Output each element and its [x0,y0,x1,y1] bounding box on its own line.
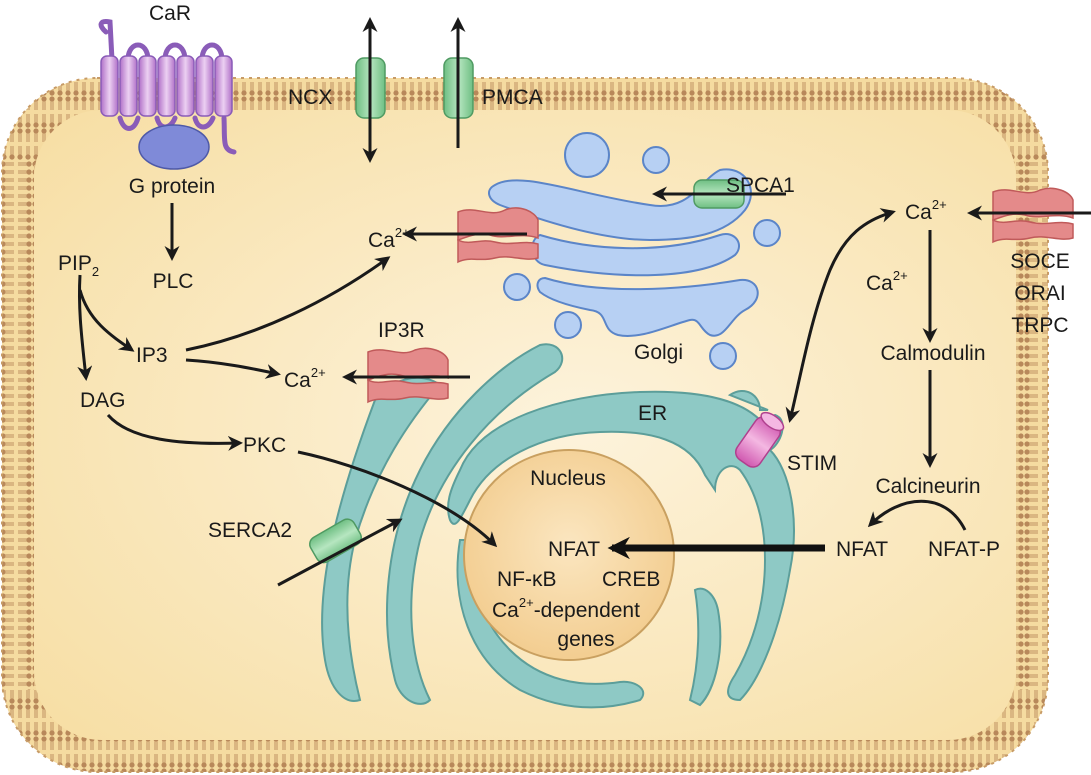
orai-label: ORAI [1014,282,1065,305]
calcineurin-label: Calcineurin [875,475,980,498]
ip3-to-golgi-ca-arrow [185,256,391,352]
spca1-label: SPCA1 [726,174,795,197]
pkc-to-nucleus-arrow [297,450,498,548]
serca2-arrow [277,518,403,587]
er-label: ER [638,402,667,425]
g-protein-label: G protein [129,175,215,198]
trpc-label: TRPC [1011,314,1068,337]
ip3r-label: IP3R [378,319,425,342]
plc-label: PLC [153,270,194,293]
g-protein [138,124,210,170]
pathway-arrows [77,203,967,560]
stim-label: STIM [787,452,837,475]
dephosphorylation-arrow [867,499,967,531]
ip3-to-er-ca-arrow [185,358,281,379]
calmodulin-label: Calmodulin [880,342,985,365]
stim-protein [734,411,785,468]
serca2-label: SERCA2 [208,519,292,542]
ip3-label: IP3 [136,344,168,367]
nfat-cytosol-label: NFAT [836,538,888,561]
er-ca-label: Ca2+ [284,365,326,392]
creb-label: CREB [602,568,660,591]
pkc-label: PKC [243,434,286,457]
car-label: CaR [149,2,191,25]
golgi-ca-label: Ca2+ [368,225,410,252]
nfat-nucleus-label: NFAT [548,538,600,561]
ca-cofactor-label: Ca2+ [866,268,908,295]
dag-label: DAG [80,389,126,412]
golgi-ip3r-channel [457,207,539,264]
nfkb-label: NF-κB [497,568,557,591]
nfat-p-label: NFAT-P [928,538,1000,561]
ncx-label: NCX [288,86,332,109]
stim-ca-bidirectional-arrow [785,208,896,423]
golgi-label: Golgi [634,341,683,364]
er-ip3r-channel [367,347,449,404]
spca1-pump [652,179,786,209]
nucleus [463,449,675,661]
pip2-to-dag-arrow [77,274,93,381]
soce-channel [992,187,1074,244]
nucleus-label: Nucleus [530,467,606,490]
dag-to-pkc-arrow [106,413,243,451]
serca2-pump [309,518,362,564]
genes-label: genes [557,628,614,651]
pip2-label: PIP2 [58,252,99,279]
pip2-to-ip3-arrow [78,289,135,352]
ca-dependent-genes-label: Ca2+-dependent [492,595,640,622]
golgi-apparatus [488,132,781,370]
cytosolic-ca-label: Ca2+ [905,197,947,224]
pmca-label: PMCA [482,86,543,109]
pmca-pump [443,17,474,148]
ncx-exchanger [355,17,386,163]
soce-label: SOCE [1010,250,1070,273]
